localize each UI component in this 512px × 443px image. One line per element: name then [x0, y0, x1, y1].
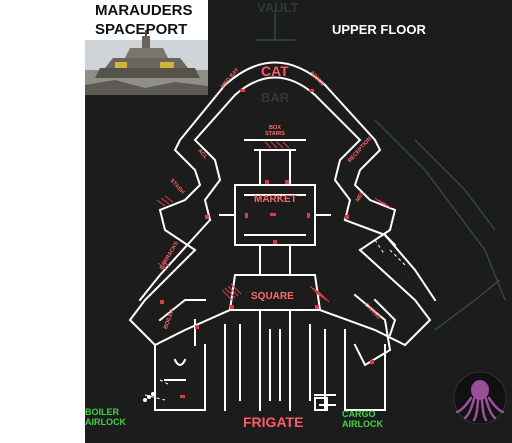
cargo-airlock-line1: CARGO: [342, 409, 376, 419]
door-markers: [160, 89, 374, 398]
market-label: MARKET: [254, 194, 297, 205]
title-line2: SPACEPORT: [95, 21, 188, 38]
cargo-airlock-label: CARGO AIRLOCK: [342, 409, 383, 429]
spaceport-photo: [85, 30, 208, 95]
floor-plan: [128, 10, 507, 425]
doorways: [144, 239, 406, 401]
map-title-box: MARAUDERS SPACEPORT: [85, 0, 208, 95]
box-stairs-label: BOX STAIRS: [265, 125, 285, 137]
title-line1: MARAUDERS: [95, 2, 193, 19]
cat-label: CAT: [261, 63, 289, 79]
stairs: [156, 141, 392, 303]
upper-floor-walls: [128, 61, 437, 411]
cargo-airlock-line2: AIRLOCK: [342, 419, 383, 429]
boiler-airlock-line2: AIRLOCK: [85, 417, 126, 427]
airlock-dots: [143, 392, 155, 402]
boiler-airlock-label: BOILER AIRLOCK: [85, 407, 126, 427]
boiler-airlock-line1: BOILER: [85, 407, 120, 417]
cargo-airlock-box: [314, 397, 328, 411]
vault-label: VAULT: [257, 0, 299, 15]
bar-label: BAR: [261, 90, 290, 105]
octopus-logo-icon: [453, 371, 507, 425]
floor-label: UPPER FLOOR: [332, 22, 426, 37]
frigate-label: FRIGATE: [243, 414, 304, 430]
lower-floor-outline: [255, 10, 506, 331]
square-label: SQUARE: [251, 291, 294, 302]
